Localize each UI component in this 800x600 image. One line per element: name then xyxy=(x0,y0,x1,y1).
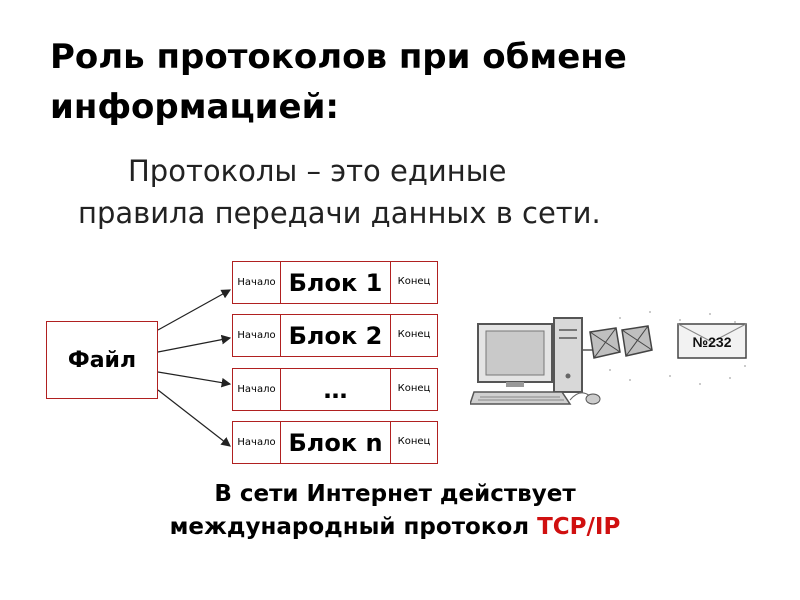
packet-number-label: №232 xyxy=(693,334,732,350)
footer-line-1: В сети Интернет действует xyxy=(0,478,790,511)
block-start-label: Начало xyxy=(233,262,281,303)
block-start-label: Начало xyxy=(233,315,281,356)
block-body-label: … xyxy=(281,369,391,410)
packet-block-2: Начало Блок 2 Конец xyxy=(232,314,438,357)
block-body-label: Блок 2 xyxy=(281,315,391,356)
definition-line-1: Протоколы – это единые xyxy=(78,150,778,192)
block-start-label: Начало xyxy=(233,369,281,410)
definition-text: Протоколы – это единые правила передачи … xyxy=(78,150,778,234)
block-end-label: Конец xyxy=(391,315,437,356)
packet-block-n: Начало Блок n Конец xyxy=(232,421,438,464)
arrow-to-block-1 xyxy=(158,290,230,330)
definition-line-2: правила передачи данных в сети. xyxy=(78,192,778,234)
arrow-to-block-3 xyxy=(158,372,230,384)
block-end-label: Конец xyxy=(391,369,437,410)
slide-title: Роль протоколов при обмене информацией: xyxy=(50,32,770,132)
footer-note: В сети Интернет действует международный … xyxy=(0,478,790,544)
mouse-icon xyxy=(570,393,600,404)
block-start-label: Начало xyxy=(233,422,281,463)
data-packet-1-icon xyxy=(590,328,620,358)
slide-title-line-1: Роль протоколов при обмене xyxy=(50,32,770,82)
footer-line-2: международный протокол TCP/IP xyxy=(0,511,790,544)
block-body-label: Блок n xyxy=(281,422,391,463)
computer-network-illustration: №232 xyxy=(470,300,760,418)
file-box: Файл xyxy=(46,321,158,399)
arrow-to-block-4 xyxy=(158,390,230,446)
packet-block-ellipsis: Начало … Конец xyxy=(232,368,438,411)
block-end-label: Конец xyxy=(391,262,437,303)
arrow-to-block-2 xyxy=(158,338,230,352)
block-body-label: Блок 1 xyxy=(281,262,391,303)
packet-block-1: Начало Блок 1 Конец xyxy=(232,261,438,304)
slide-title-line-2: информацией: xyxy=(50,82,770,132)
data-packet-2-icon xyxy=(622,326,652,356)
footer-line-2-prefix: международный протокол xyxy=(170,514,537,540)
system-unit-icon xyxy=(554,318,582,392)
keyboard-icon xyxy=(470,392,570,404)
tcp-ip-highlight: TCP/IP xyxy=(537,514,620,540)
file-label: Файл xyxy=(68,348,136,373)
block-end-label: Конец xyxy=(391,422,437,463)
monitor-icon xyxy=(478,324,552,387)
envelope-packet-icon: №232 xyxy=(678,324,746,358)
